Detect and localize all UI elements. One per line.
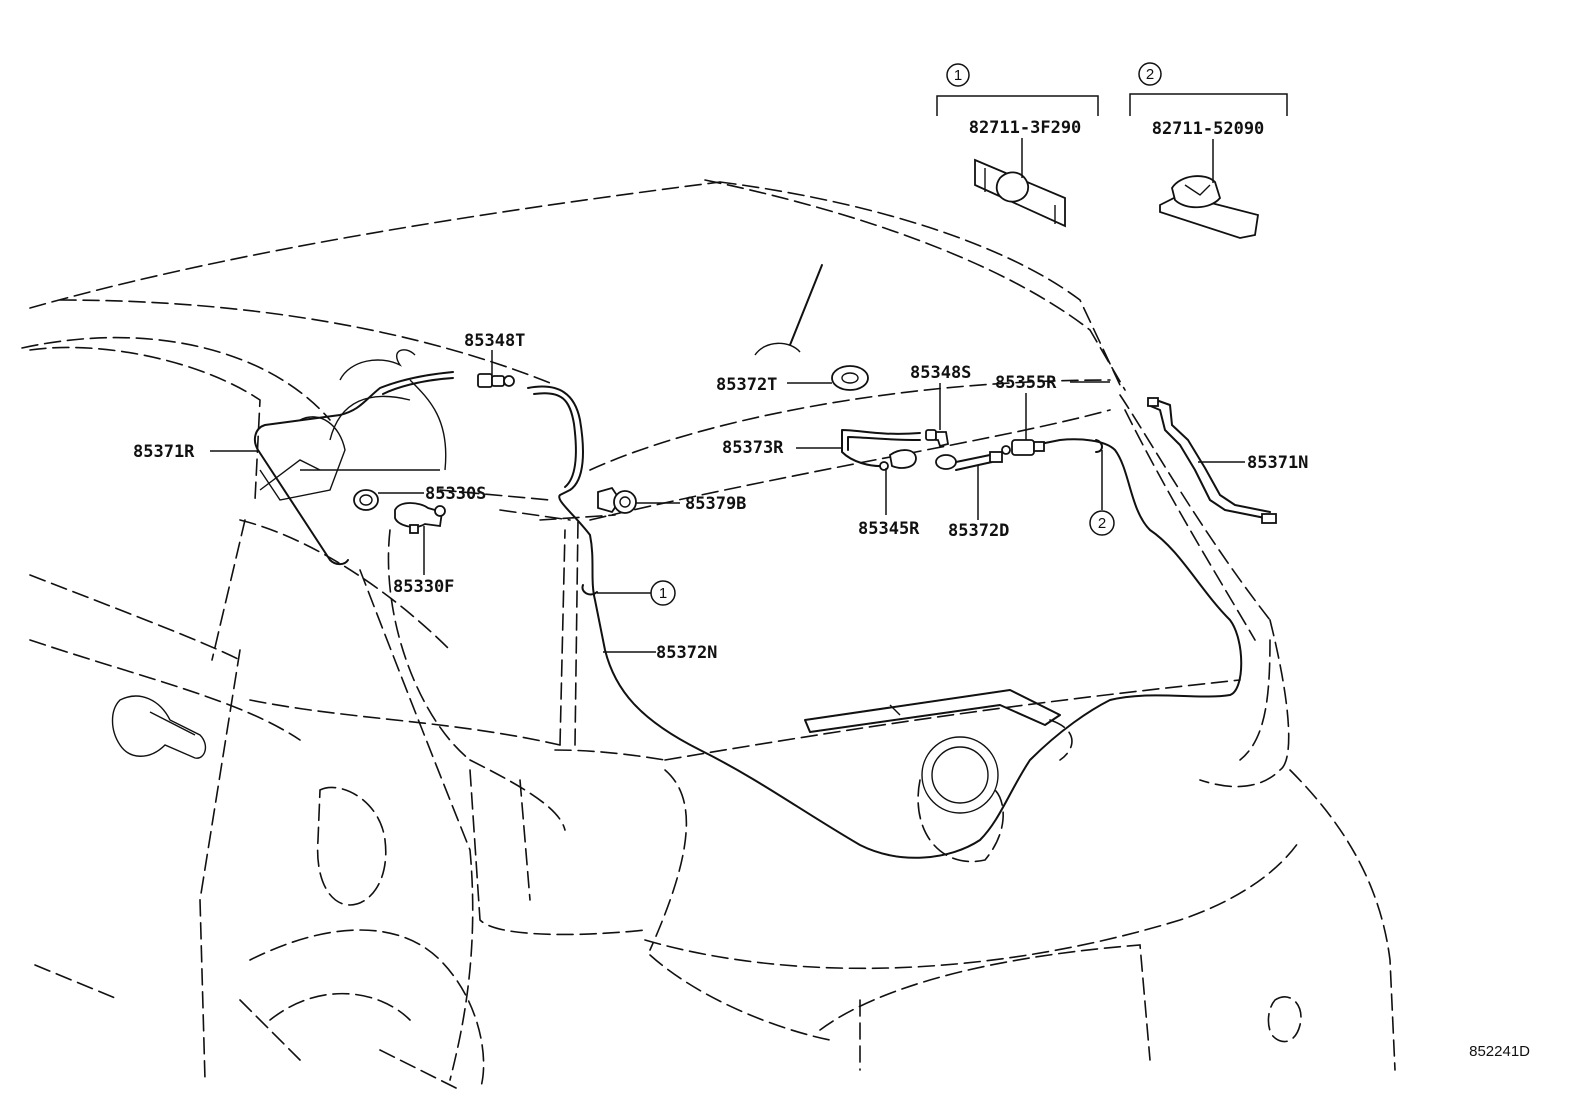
callout-number: 1 bbox=[954, 67, 962, 84]
variant-1-part-number: 82711-3F290 bbox=[969, 118, 1082, 138]
part-85330S-grommet bbox=[353, 489, 379, 511]
callout-circle-2-top: 2 bbox=[1138, 62, 1162, 86]
callout-circle-2: 2 bbox=[1089, 510, 1115, 536]
variant-brackets bbox=[936, 93, 1288, 183]
callout-circle-1-top: 1 bbox=[946, 63, 970, 87]
clip-callout-2 bbox=[1095, 439, 1103, 453]
hose-85373R bbox=[841, 429, 921, 468]
label-85373R: 85373R bbox=[722, 438, 784, 458]
part-85345R-nozzle bbox=[879, 449, 917, 471]
door-handle bbox=[111, 695, 207, 759]
hose-85371N bbox=[1147, 397, 1277, 524]
leader-lines bbox=[210, 350, 1245, 653]
part-85348S-elbow bbox=[925, 429, 950, 448]
rear-wiper-arm bbox=[804, 689, 1061, 863]
hose-85372N bbox=[527, 385, 1243, 859]
variant-2-part-number: 82711-52090 bbox=[1152, 119, 1265, 139]
label-85355R: 85355R bbox=[995, 373, 1057, 393]
label-85372N: 85372N bbox=[656, 643, 717, 663]
part-85379B-clamp bbox=[597, 486, 637, 514]
label-85372D: 85372D bbox=[948, 521, 1009, 541]
variant-1-clip bbox=[974, 158, 1066, 228]
vehicle-body-outline bbox=[21, 179, 1396, 1091]
label-85348T: 85348T bbox=[464, 331, 525, 351]
label-85348S: 85348S bbox=[910, 363, 971, 383]
label-85379B: 85379B bbox=[685, 494, 746, 514]
callout-number: 1 bbox=[659, 585, 667, 602]
washer-reservoir-area bbox=[259, 349, 447, 501]
diagram-code: 852241D bbox=[1469, 1043, 1530, 1060]
label-85371R: 85371R bbox=[133, 442, 195, 462]
callout-number: 2 bbox=[1098, 515, 1106, 532]
variant-2-clip bbox=[1159, 175, 1260, 239]
part-85330F-washer-pump bbox=[394, 502, 446, 534]
label-85371N: 85371N bbox=[1247, 453, 1308, 473]
label-85330S: 85330S bbox=[425, 484, 486, 504]
clip-callout-1 bbox=[581, 584, 598, 596]
part-85372T-grommet bbox=[831, 365, 869, 391]
callout-number: 2 bbox=[1146, 66, 1154, 83]
hose-85372D bbox=[935, 451, 1003, 471]
label-85345R: 85345R bbox=[858, 519, 920, 539]
callout-circle-1: 1 bbox=[650, 580, 676, 606]
hose-85371R bbox=[253, 371, 454, 566]
part-85348T-joint bbox=[477, 373, 515, 388]
part-85355R-check-valve bbox=[1001, 439, 1045, 456]
label-85330F: 85330F bbox=[393, 577, 454, 597]
label-85372T: 85372T bbox=[716, 375, 777, 395]
antenna bbox=[754, 264, 869, 391]
